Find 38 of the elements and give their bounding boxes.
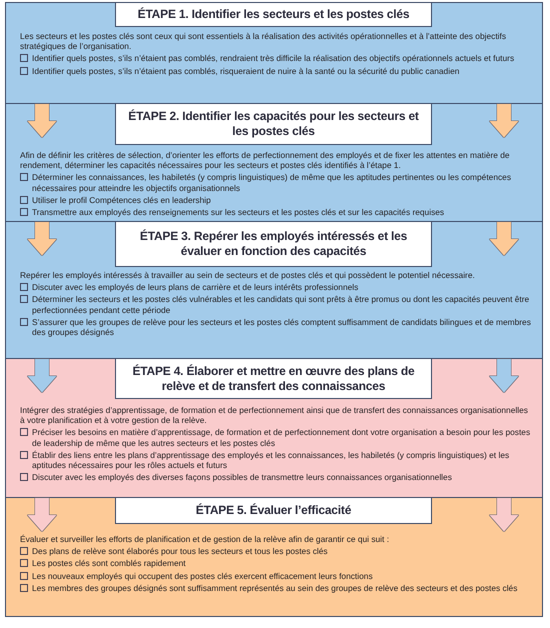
checklist-item: Préciser les besoins en matière d’apprentissage, de formation et de perfectionnement dont votre organisation a besoin pour les postes de leadership de même que les autres secteurs et les postes clés bbox=[32, 427, 532, 448]
arrow bbox=[490, 222, 518, 256]
step-panel bbox=[5, 221, 543, 359]
step-title: ÉTAPE 3. Repérer les employés intéressés et les évaluer en fonction des capacités bbox=[115, 221, 432, 267]
checklist-item: Les nouveaux employés qui occupent des postes clés exercent efficacement leurs fonctions bbox=[32, 570, 373, 581]
arrow bbox=[28, 359, 56, 392]
step-description: Intégrer des stratégies d’apprentissage, de formation et de perfectionnement ainsi que de transfert des connaissances organisationnelles à votre planification et à votre gestion de la relève. bbox=[20, 405, 529, 426]
step-title: ÉTAPE 2. Identifier les capacités pour les secteurs et les postes clés bbox=[115, 103, 432, 145]
step-title: ÉTAPE 1. Identifier les secteurs et les postes clés bbox=[115, 2, 432, 27]
checklist-item: Transmettre aux employés des renseignements sur les secteurs et les postes clés et sur les capacités requises bbox=[32, 207, 444, 218]
checklist-item: Les postes clés sont comblés rapidement bbox=[32, 558, 186, 569]
checklist-item: S’assurer que les groupes de relève pour les secteurs et les postes clés comptent suffisamment de candidats bilingues et de membres des groupes désignés bbox=[32, 316, 532, 338]
arrow bbox=[28, 104, 56, 138]
arrow bbox=[28, 498, 56, 532]
arrow bbox=[490, 359, 518, 392]
checklist-item: Les membres des groupes désignés sont suffisamment représentés au sein des groupes de relève des secteurs et des postes clés bbox=[32, 582, 518, 594]
checklist-item: Établir des liens entre les plans d’apprentissage des employés et les connaissances, les habiletés (y compris linguistiques) et les aptitudes nécessaires pour les rôles actuels et futurs bbox=[32, 450, 510, 470]
checklist-item: Identifier quels postes, s’ils n’étaient pas comblés, risqueraient de nuire à la santé ou la sécurité du public canadien bbox=[32, 66, 460, 76]
step-panel bbox=[5, 103, 543, 222]
step-description: Afin de définir les critères de sélection, d’orienter les efforts de perfectionnement des employés et de fixer les attentes en matière de rendement, déterminer les capacités nécessaires pour les secteurs et postes clés identifiés à l’étape 1. bbox=[20, 150, 511, 170]
step-description: Repérer les employés intéressés à travailler au sein de secteurs et de postes clés et qui possèdent le potentiel nécessaire. bbox=[20, 270, 476, 280]
step-panel bbox=[5, 497, 543, 617]
arrow bbox=[490, 104, 518, 138]
checklist-item: Utiliser le profil Compétences clés en leadership bbox=[32, 194, 211, 206]
step-panel bbox=[5, 2, 543, 104]
checklist-item: Des plans de relève sont élaborés pour tous les secteurs et tous les postes clés bbox=[32, 546, 328, 556]
checklist-item: Déterminer les secteurs et les postes clés vulnérables et les candidats qui sont prêts à être promus ou dont les capacités peuvent être perfectionnées pendant cette période bbox=[32, 294, 530, 315]
step-title: ÉTAPE 4. Élaborer et mettre en œuvre des plans de relève et de transfert des connaissances bbox=[115, 358, 432, 399]
checklist-item: Discuter avec les employés de leurs plans de carrière et de leurs intérêts professionnels bbox=[32, 282, 358, 292]
checklist-item: Discuter avec les employés des diverses façons possibles de transmettre leurs connaissances organisationnelles bbox=[32, 472, 452, 482]
arrow bbox=[28, 222, 56, 256]
step-panel bbox=[5, 358, 543, 498]
step-title: ÉTAPE 5. Évaluer l’efficacité bbox=[115, 497, 432, 524]
step-description: Évaluer et surveiller les efforts de planification et de gestion de la relève afin de garantir ce qui suit : bbox=[20, 534, 390, 544]
checklist-item: Déterminer les connaissances, les habiletés (y compris linguistiques) de même que les aptitudes pertinentes ou les compétences nécessaires pour atteindre les objectifs organisationnels bbox=[32, 172, 512, 193]
checklist-item: Identifier quels postes, s’ils n’étaient pas comblés, rendraient très difficile la réalisation des objectifs opérationnels actuels et futurs bbox=[32, 53, 514, 64]
arrow bbox=[490, 498, 518, 532]
step-description: Les secteurs et les postes clés sont ceux qui sont essentiels à la réalisation des activités opérationnelles et à l’atteinte des objectifs stratégiques de l’organisation. bbox=[20, 31, 508, 52]
